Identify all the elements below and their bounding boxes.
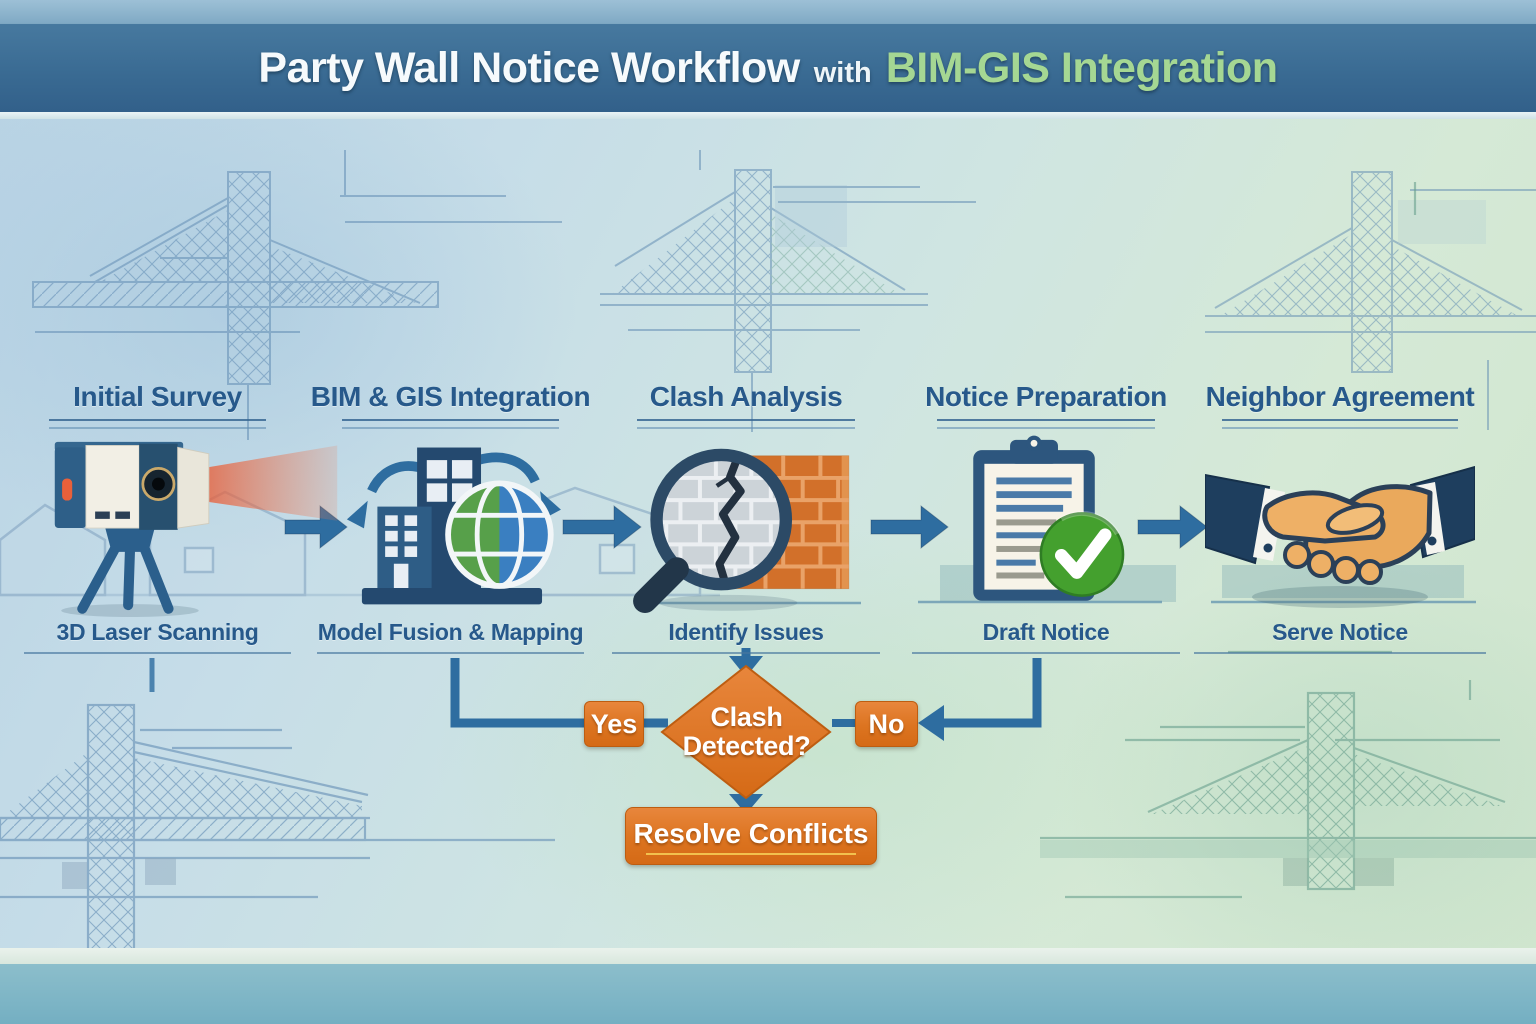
magnifier-brick-wall-icon [603,429,889,617]
stage-bim-gis-integration: BIM & GIS Integration [308,382,593,654]
decision-question: Clash Detected? [682,701,811,761]
laser-scanner-icon [15,429,338,617]
stage-title: Clash Analysis [649,381,843,412]
title-underline [1222,419,1458,429]
page-title: Party Wall Notice Workflow with BIM-GIS … [258,43,1278,93]
title-underline [937,419,1155,429]
caption-underline [911,652,1181,654]
title-underline [49,419,266,429]
stage-notice-preparation: Notice Preparation [903,382,1189,654]
resolve-conflicts-label: Resolve Conflicts [633,817,869,849]
resolve-underline [646,852,856,855]
header-top-strip [0,0,1536,24]
decision-diamond [660,664,832,800]
stage-caption: 3D Laser Scanning [56,619,259,645]
banner-edge-highlight [0,112,1536,119]
caption-underline [1194,652,1486,654]
stage-caption: Draft Notice [982,619,1110,645]
clipboard-checkmark-icon [903,429,1189,617]
footer-highlight-strip [0,948,1536,964]
buildings-globe-icon [308,429,593,617]
caption-underline [611,652,881,654]
resolve-conflicts-box: Resolve Conflicts [625,807,877,865]
stage-neighbor-agreement: Neighbor Agreement Serve Notice [1185,382,1495,654]
title-highlight: BIM-GIS Integration [885,43,1278,92]
stage-caption: Identify Issues [668,619,824,645]
footer-band [0,964,1536,1024]
branch-no-label: No [855,701,918,747]
stage-caption: Serve Notice [1272,619,1408,645]
stage-title: Initial Survey [73,381,242,412]
stage-title: Notice Preparation [925,381,1167,412]
caption-underline [23,652,292,654]
stage-caption: Model Fusion & Mapping [317,619,584,645]
handshake-icon [1185,429,1495,617]
header-banner: Party Wall Notice Workflow with BIM-GIS … [0,24,1536,112]
stage-title: BIM & GIS Integration [310,381,591,412]
stage-title: Neighbor Agreement [1205,381,1475,412]
stage-clash-analysis: Clash Analysis [603,382,889,654]
title-underline [342,419,559,429]
caption-underline [316,652,585,654]
stage-initial-survey: Initial Survey [15,381,338,654]
title-connector: with [813,56,872,89]
branch-yes-label: Yes [584,701,644,747]
title-main: Party Wall Notice Workflow [258,43,800,92]
title-underline [637,419,855,429]
